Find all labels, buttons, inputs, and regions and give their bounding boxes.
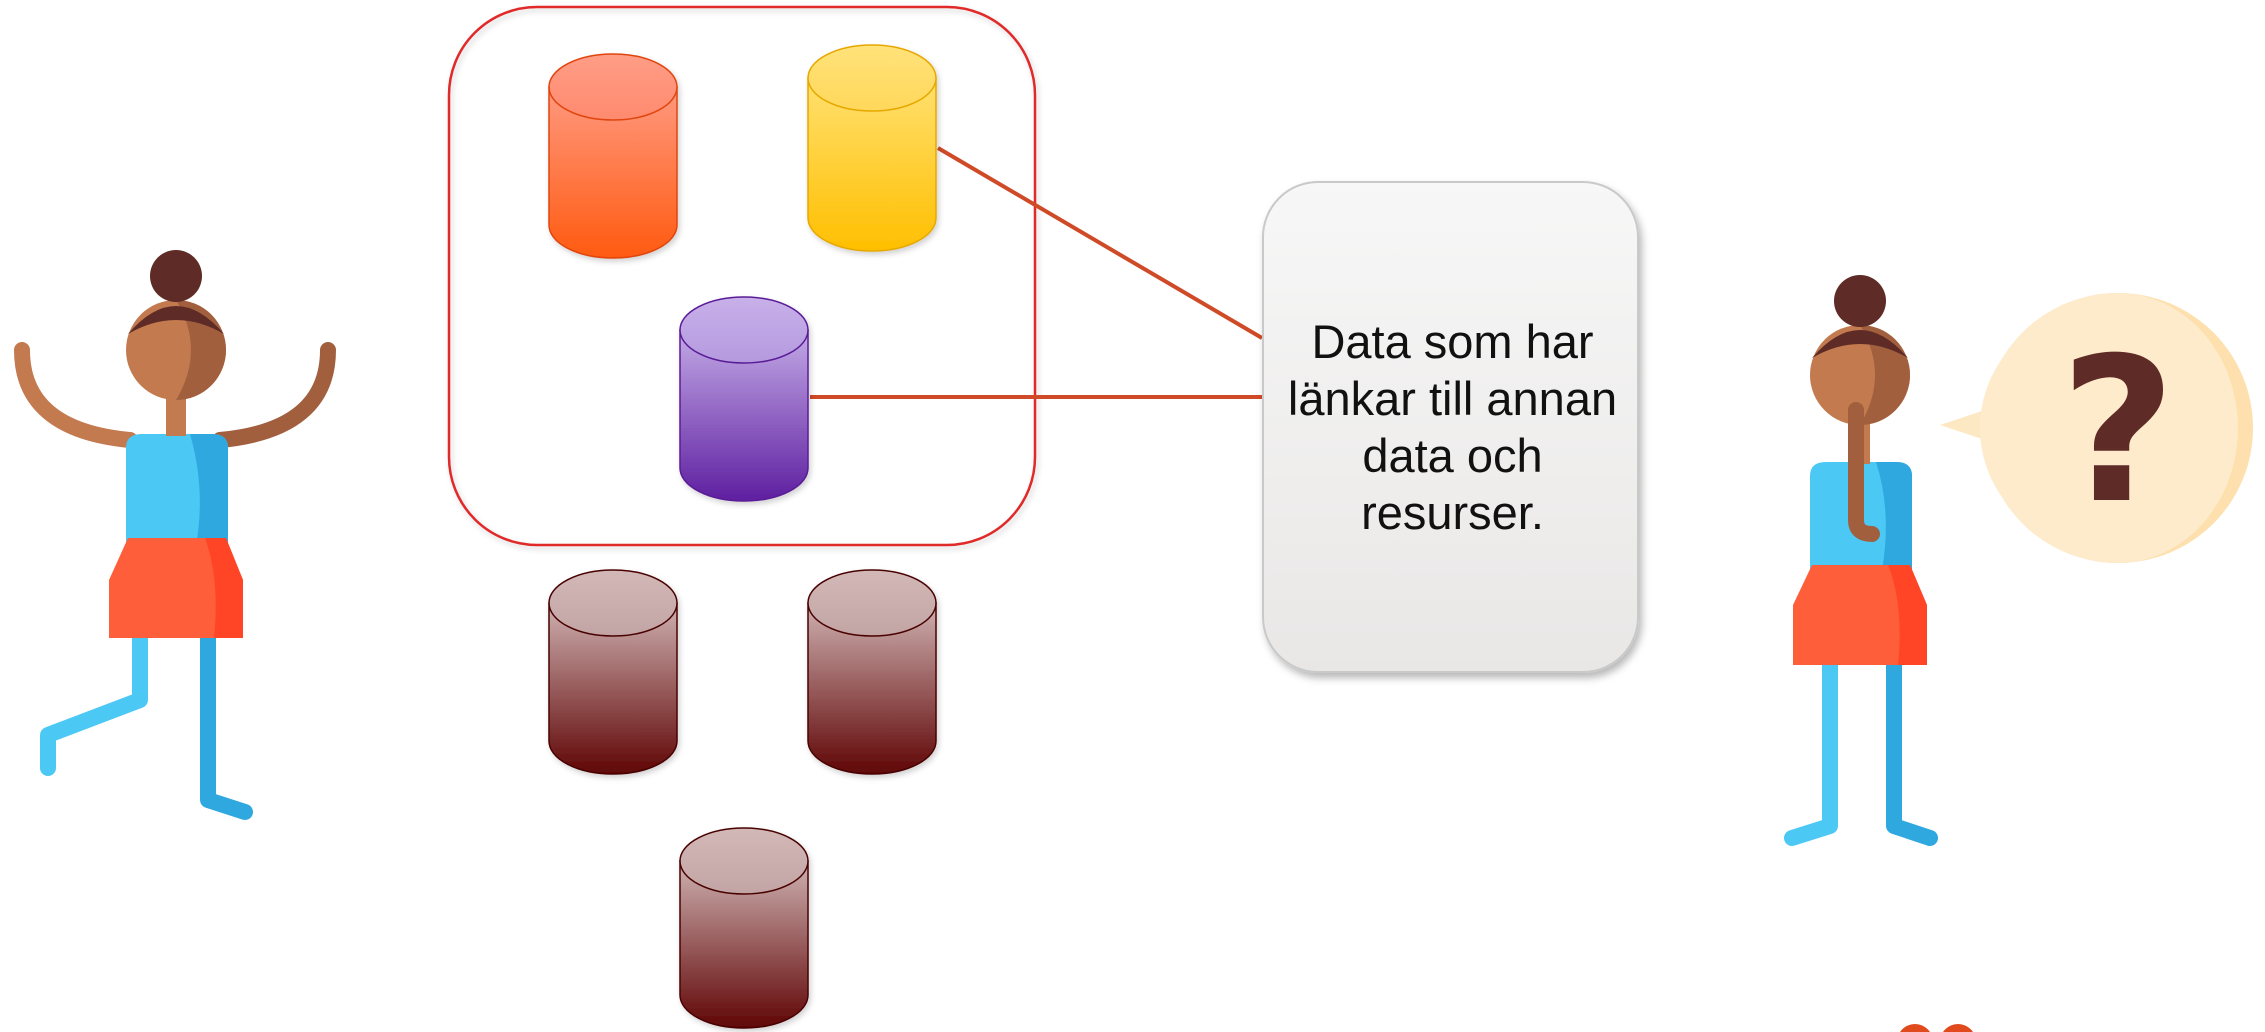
question-mark: ? [2060, 315, 2176, 548]
linked-data-frame [447, 5, 1037, 547]
database-cylinder-icon-maroon-3 [679, 827, 809, 1029]
database-cylinder-icon-orange [548, 53, 678, 259]
database-cylinder-icon-yellow [807, 44, 937, 252]
database-cylinder-icon-maroon-1 [548, 569, 678, 775]
callout-text: Data som har länkar till annan data och … [1287, 315, 1618, 539]
woman-thinking-icon [1784, 275, 1938, 846]
database-cylinder-icon-maroon-2 [807, 569, 937, 775]
callout-box [1262, 181, 1639, 673]
connector-line-yellow [936, 146, 1264, 340]
question-bubble-icon: ? [1940, 293, 2253, 563]
brand-logo-partial [1900, 1024, 1973, 1032]
woman-cheering-icon [14, 250, 336, 820]
database-cylinder-icon-purple [679, 296, 809, 502]
